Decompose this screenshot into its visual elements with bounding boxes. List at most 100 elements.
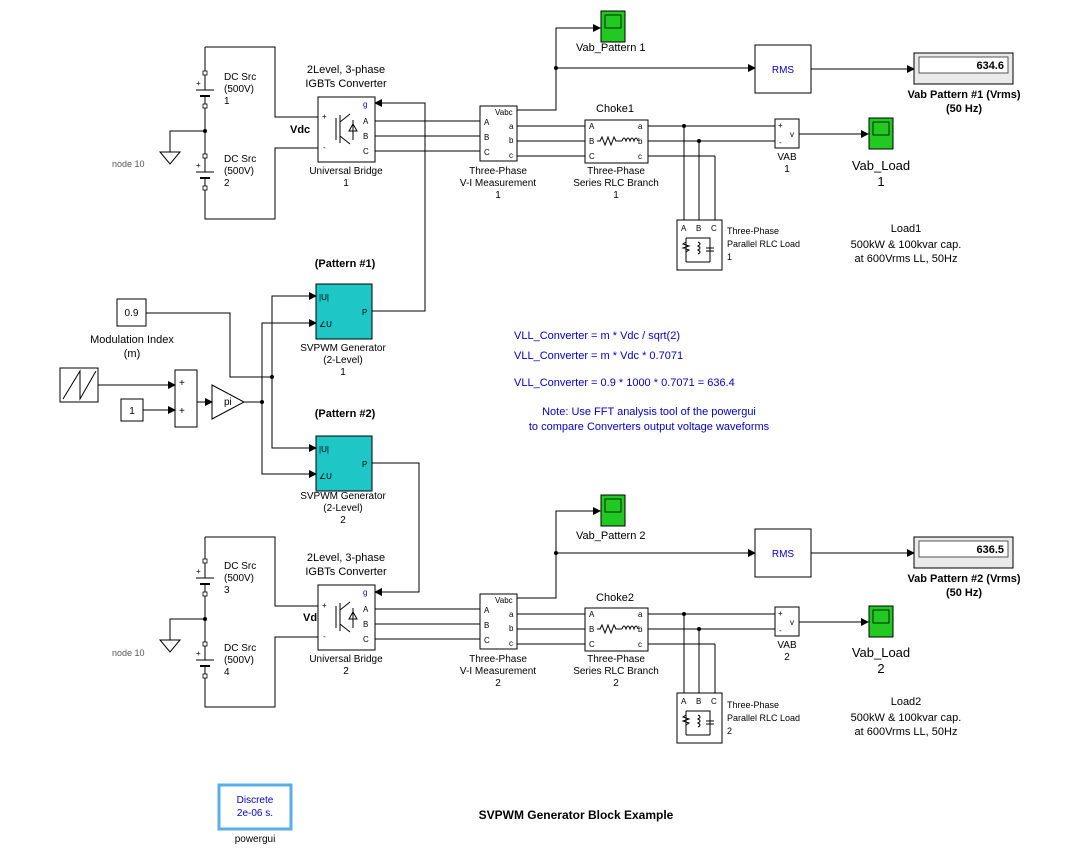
conv1-label: Universal Bridge [309, 166, 383, 177]
choke2-sublabel: Series RLC Branch [573, 666, 659, 677]
display1-value: 634.6 [976, 60, 1004, 72]
dc-source-4[interactable]: + [196, 641, 214, 679]
gain-pi-block[interactable]: pi [211, 384, 246, 420]
parallel-rlc-load-2[interactable]: A B C [676, 692, 723, 744]
svg-text:A: A [484, 606, 490, 615]
svg-text:b: b [509, 136, 514, 145]
choke1-index: 1 [613, 190, 619, 201]
svg-text:a: a [509, 610, 514, 619]
note-equation-2: VLL_Converter = m * Vdc * 0.7071 [514, 350, 683, 362]
inductor-icon [621, 625, 639, 631]
svg-text:C: C [711, 697, 717, 706]
scope-vab-pattern-2[interactable] [600, 494, 626, 527]
meas2-index: 2 [495, 678, 501, 689]
ground-node-1[interactable] [158, 130, 205, 165]
display-2[interactable]: 636.5 [913, 536, 1014, 569]
load-scope1-index: 1 [877, 174, 884, 189]
conv2-heading: 2Level, 3-phase [307, 552, 385, 564]
load1-note-power: 500kW & 100kvar cap. [851, 239, 962, 251]
src4-index: 4 [224, 667, 230, 678]
load1-label: Three-Phase [727, 226, 779, 236]
src2-label: DC Src [224, 154, 256, 165]
modulation-label: Modulation Index [90, 334, 174, 346]
vab2-label: VAB [777, 640, 797, 651]
svpwm-generator-1[interactable]: |U| ∠U P [315, 283, 373, 340]
vab-measurement-2[interactable]: + - v [774, 606, 800, 637]
load1-sublabel: Parallel RLC Load [727, 239, 800, 249]
svpwm-generator-2[interactable]: |U| ∠U P [315, 435, 373, 492]
scope-vab-load-2[interactable] [868, 605, 894, 638]
choke1-sublabel: Series RLC Branch [573, 178, 659, 189]
svg-text:A: A [363, 117, 369, 126]
src2-index: 2 [224, 178, 230, 189]
svg-text:c: c [638, 152, 642, 161]
node-label-1: node 10 [112, 159, 145, 169]
svg-text:B: B [696, 697, 701, 706]
svg-text:+: + [196, 79, 201, 88]
choke2-title: Choke2 [596, 592, 634, 604]
constant-one-block[interactable]: 1 [120, 398, 144, 422]
load-scope2-label: Vab_Load [852, 645, 910, 660]
series-rlc-branch-2[interactable]: A B C a b c [584, 607, 649, 652]
svg-text:a: a [509, 122, 514, 131]
scope-vab-load-1[interactable] [868, 117, 894, 150]
rms-block-1[interactable]: RMS [754, 44, 812, 94]
svg-text:v: v [790, 618, 794, 627]
scope-vab-pattern-1[interactable] [600, 10, 626, 43]
inductor-icon [621, 137, 639, 143]
src1-voltage: (500V) [224, 84, 254, 95]
src1-index: 1 [224, 96, 230, 107]
rlc-load-icon [681, 710, 714, 736]
load-scope2-index: 2 [877, 661, 884, 676]
ground-node-2[interactable] [158, 618, 205, 653]
src4-label: DC Src [224, 643, 256, 654]
svg-text:C: C [363, 635, 369, 644]
rms-block-2[interactable]: RMS [754, 528, 812, 578]
src3-label: DC Src [224, 561, 256, 572]
gen1-port-p: P [362, 308, 367, 317]
parallel-rlc-load-1[interactable]: A B C [676, 219, 723, 271]
modulation-index-constant[interactable]: 0.9 [116, 298, 147, 327]
gain-label: pi [224, 397, 232, 408]
constant-one-value: 1 [129, 406, 135, 417]
svg-text:Vabc: Vabc [495, 596, 513, 605]
gen2-label: SVPWM Generator [300, 491, 386, 502]
powergui-step: 2e-06 s. [237, 808, 273, 819]
svg-text:B: B [589, 625, 594, 634]
svg-text:B: B [484, 621, 489, 630]
note-fft-1: Note: Use FFT analysis tool of the power… [542, 406, 756, 418]
dc-source-1[interactable]: + [196, 70, 214, 109]
conv1-subheading: IGBTs Converter [305, 78, 387, 90]
universal-bridge-1[interactable]: g + - A B C [317, 96, 376, 163]
powergui-block[interactable]: Discrete 2e-06 s. [217, 783, 293, 831]
powergui-mode: Discrete [237, 795, 274, 806]
dc-source-2[interactable]: + [196, 153, 214, 191]
sum-block[interactable]: + + [174, 369, 198, 428]
choke1-label: Three-Phase [587, 166, 645, 177]
universal-bridge-2[interactable]: g + - A B C [317, 584, 376, 651]
vab1-index: 1 [784, 164, 790, 175]
display-1[interactable]: 634.6 [913, 52, 1014, 85]
svg-text:A: A [363, 605, 369, 614]
choke1-title: Choke1 [596, 103, 634, 115]
pattern1-title: (Pattern #1) [315, 258, 376, 270]
load1-index: 1 [727, 252, 732, 262]
svg-text:+: + [778, 121, 783, 130]
conv1-index: 1 [343, 178, 349, 189]
series-rlc-branch-1[interactable]: A B C a b c [584, 119, 649, 164]
svg-text:C: C [484, 636, 490, 645]
vi-measurement-2[interactable]: Vabc A B C a b c [479, 593, 518, 650]
vab-measurement-1[interactable]: + - v [774, 118, 800, 149]
dc-source-3[interactable]: + [196, 558, 214, 597]
ramp-block[interactable] [59, 367, 99, 403]
load2-label: Three-Phase [727, 700, 779, 710]
conv2-index: 2 [343, 666, 349, 677]
sum-plus-2: + [179, 406, 185, 417]
svg-text:A: A [681, 697, 687, 706]
vi-measurement-1[interactable]: Vabc A B C a b c [479, 105, 518, 162]
svg-text:A: A [589, 122, 595, 131]
meas1-sublabel: V-I Measurement [460, 178, 536, 189]
conv2-label: Universal Bridge [309, 654, 383, 665]
svg-text:B: B [484, 133, 489, 142]
